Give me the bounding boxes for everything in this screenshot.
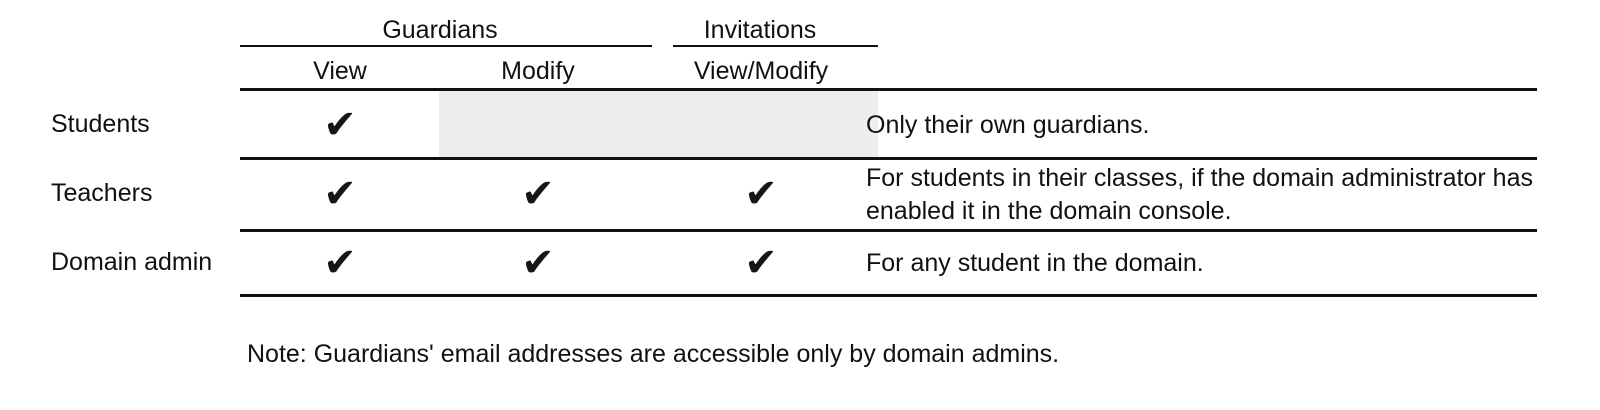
check-domain-admin-guardians-modify: ✔ [521,240,555,286]
table-note: Note: Guardians' email addresses are acc… [247,340,1060,368]
group-header-guardians: Guardians [382,16,498,44]
table-rule-bottom [240,294,1537,297]
column-header-view-modify: View/Modify [693,57,829,85]
row-description-teachers: For students in their classes, if the do… [866,164,1533,225]
row-label-domain-admin: Domain admin [51,248,213,276]
row-description-students: Only their own guardians. [866,111,1150,139]
check-teachers-guardians-modify: ✔ [521,171,555,217]
disabled-cell-students [439,91,878,157]
table-rule-top [240,88,1537,91]
row-description-domain-admin: For any student in the domain. [866,249,1204,277]
group-rule-invitations [673,45,878,47]
check-teachers-invitations-view-modify: ✔ [744,171,778,217]
column-header-modify: Modify [501,57,575,85]
check-domain-admin-guardians-view: ✔ [323,240,357,286]
column-header-view: View [313,57,367,85]
row-label-teachers: Teachers [51,179,153,207]
table-rule-after-teachers [240,229,1537,232]
check-domain-admin-invitations-view-modify: ✔ [744,240,778,286]
group-rule-guardians [240,45,652,47]
check-teachers-guardians-view: ✔ [323,171,357,217]
group-header-invitations: Invitations [703,16,817,44]
row-label-students: Students [51,110,150,138]
table-rule-after-students [240,157,1537,160]
check-students-guardians-view: ✔ [323,102,357,148]
